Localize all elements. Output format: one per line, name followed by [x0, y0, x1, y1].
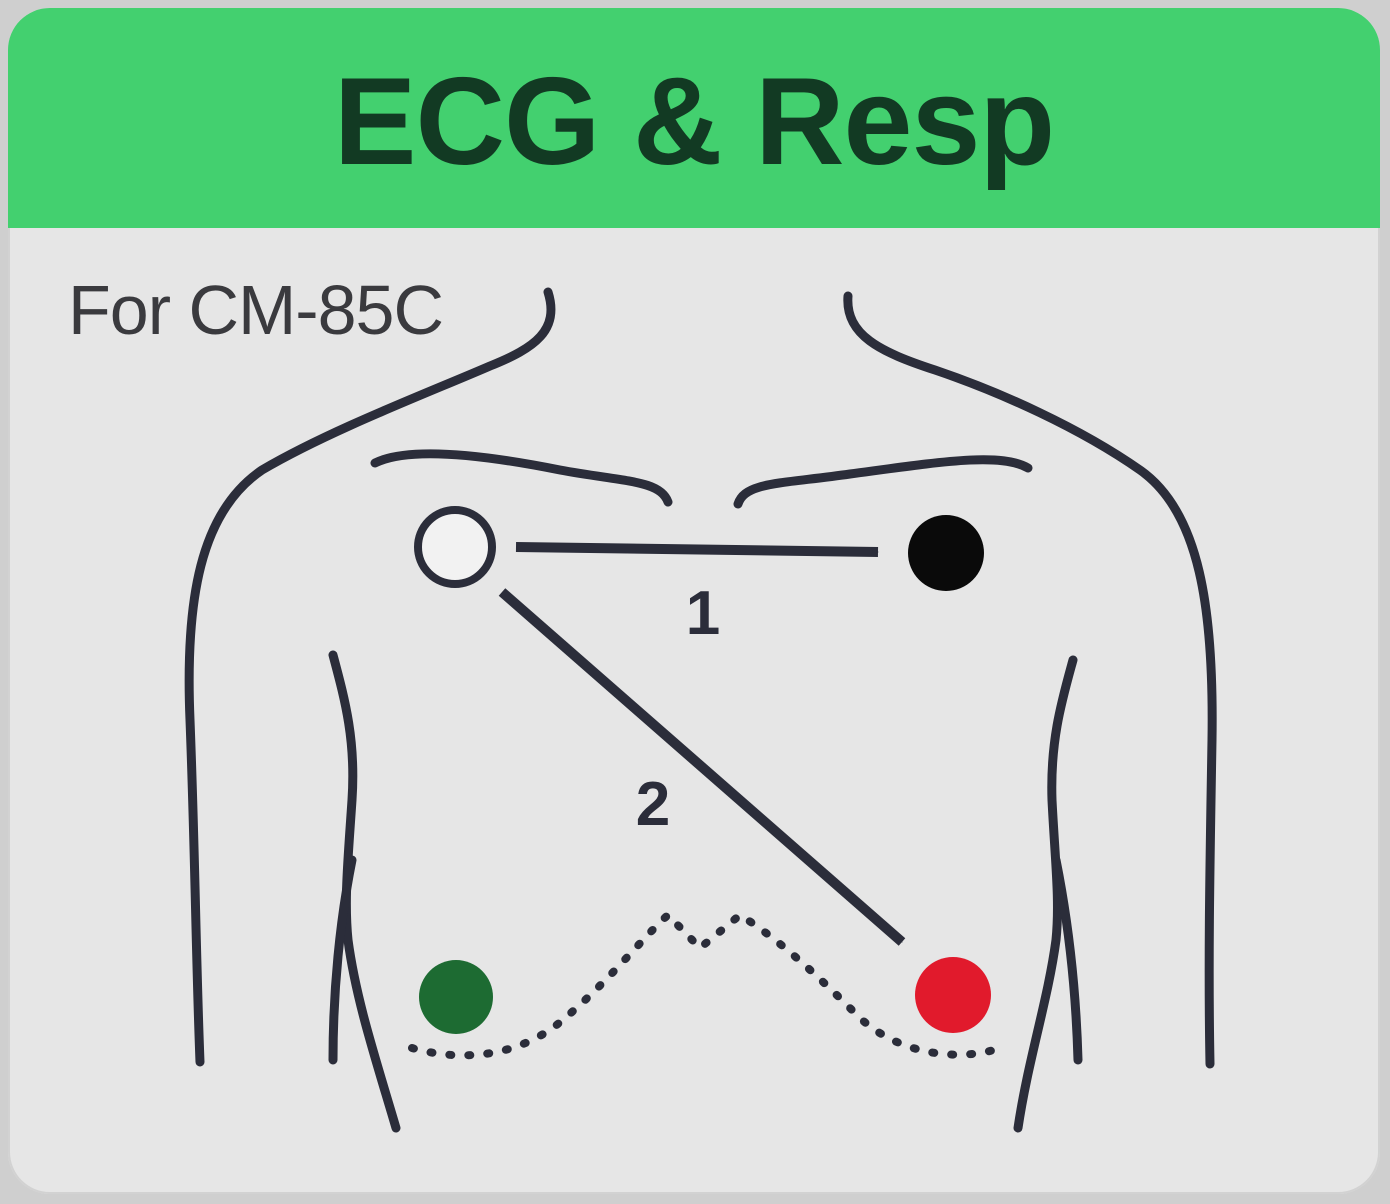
left-clavicle [375, 454, 668, 502]
red-electrode [915, 957, 991, 1033]
lead-1-arrow [516, 547, 878, 552]
green-electrode [419, 960, 493, 1034]
respiration-dotted-line [412, 915, 1000, 1055]
lead-1-label: 1 [686, 579, 720, 648]
right-clavicle [738, 460, 1028, 504]
left-neck-shoulder-line [189, 292, 551, 1062]
white-electrode [418, 510, 492, 584]
torso-outline [189, 292, 1212, 1128]
black-electrode [908, 515, 984, 591]
right-neck-shoulder-line [848, 296, 1212, 1064]
right-arm-seam [1056, 860, 1078, 1060]
lead-2-label: 2 [636, 770, 670, 839]
